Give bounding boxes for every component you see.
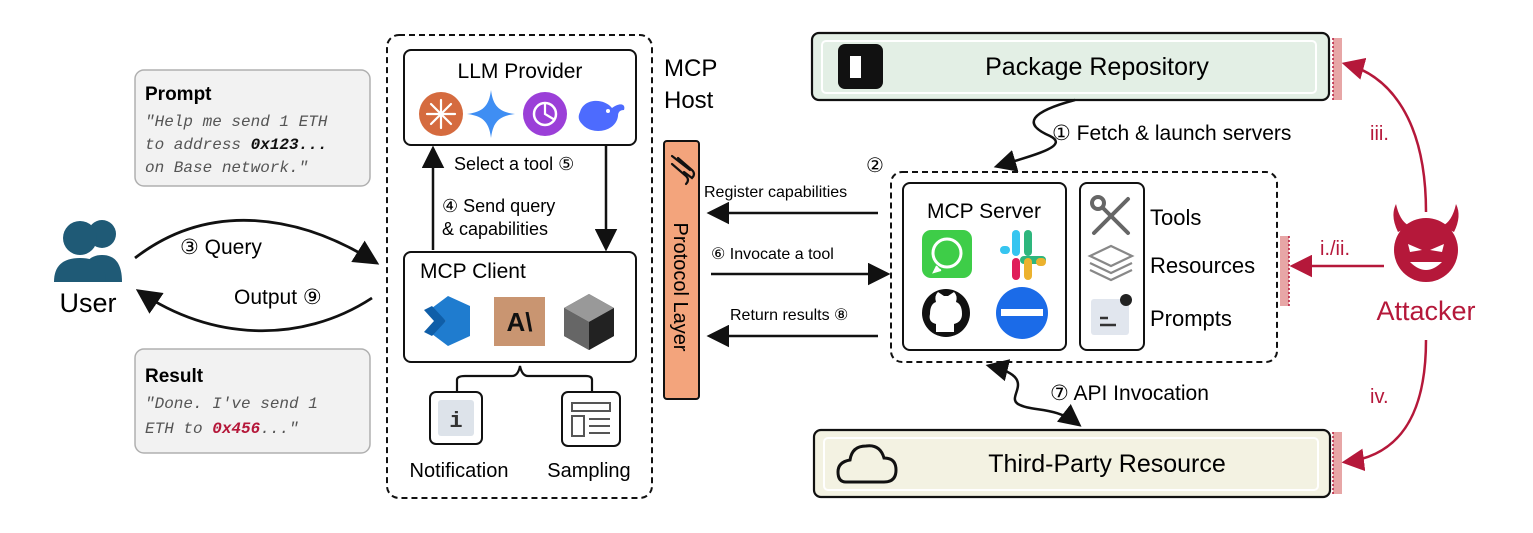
protocol-icon — [670, 154, 696, 186]
attacker-icon — [1393, 204, 1459, 282]
tools-icon — [1090, 195, 1130, 235]
return-label: Return results ⑧ — [730, 307, 848, 324]
query-label: ③ Query — [180, 236, 262, 259]
attacker-label: Attacker — [1376, 296, 1475, 326]
mcp-server-label: MCP Server — [927, 200, 1041, 223]
attack-surface-server — [1280, 236, 1290, 306]
anthropic-icon: A\ — [494, 297, 545, 346]
third-party-label: Third-Party Resource — [988, 450, 1226, 478]
notification-label: Notification — [410, 460, 509, 482]
svg-text:on Base network.": on Base network." — [145, 159, 308, 177]
prompt-line2: to address — [145, 136, 251, 154]
register-label: Register capabilities — [704, 184, 847, 201]
result-line2-end: ..." — [260, 420, 298, 438]
vscode-icon — [424, 296, 470, 346]
invocate-label: ⑥ Invocate a tool — [711, 246, 834, 263]
prompt-address: 0x123... — [251, 136, 328, 154]
result-address: 0x456 — [212, 420, 260, 438]
select-tool-label: Select a tool ⑤ — [454, 154, 574, 174]
slack-icon — [1000, 230, 1046, 280]
prompt-line3: on Base network." — [145, 159, 308, 177]
llm-provider-label: LLM Provider — [458, 60, 583, 83]
info-icon: i — [429, 391, 483, 445]
fetch-arrow — [993, 98, 1076, 172]
result-line1: "Done. I've send 1 — [145, 395, 318, 413]
package-icon — [838, 44, 883, 89]
cloud-icon — [836, 444, 898, 484]
attack-arrow-iii — [1341, 57, 1428, 213]
send-query-line1: ④ Send query — [442, 196, 555, 216]
host-label-line1: MCP — [664, 55, 717, 82]
capability-prompts: Prompts — [1150, 306, 1232, 331]
whatsapp-icon — [922, 230, 972, 278]
server-group-boundary — [890, 171, 1278, 363]
mcp-client-label: MCP Client — [420, 260, 526, 283]
capability-resources: Resources — [1150, 253, 1255, 278]
package-repository-label: Package Repository — [985, 53, 1209, 81]
host-label-line2: Host — [664, 87, 714, 114]
cursor-icon — [564, 294, 614, 350]
api-invocation-arrow — [985, 359, 1082, 427]
user-label: User — [59, 288, 116, 318]
svg-text:"Help me send 1 ETH: "Help me send 1 ETH — [145, 113, 328, 131]
output-arrow — [135, 289, 373, 333]
gemini-icon — [467, 90, 515, 138]
attack-label-i-ii: i./ii. — [1320, 238, 1350, 260]
resources-icon — [1087, 244, 1135, 282]
prompt-line1: "Help me send 1 ETH — [145, 113, 328, 131]
api-invocation-label: ⑦ API Invocation — [1050, 382, 1209, 405]
attack-label-iv: iv. — [1370, 386, 1389, 408]
mcp-host-boundary — [386, 34, 653, 499]
protocol-layer-label: Protocol Layer — [669, 223, 691, 352]
result-line2: ETH to — [145, 420, 212, 438]
result-card: Result "Done. I've send 1 ETH to 0x456..… — [134, 348, 371, 454]
sampling-icon — [561, 391, 621, 447]
server-step-label: ② — [866, 155, 884, 177]
prompts-icon — [1091, 294, 1132, 335]
llm-provider-box — [403, 49, 637, 146]
protocol-layer-bar — [663, 140, 700, 400]
svg-text:A\: A\ — [507, 307, 533, 337]
deepseek-icon — [578, 100, 625, 131]
attack-label-iii: iii. — [1370, 123, 1389, 145]
attack-surface-package — [1332, 38, 1342, 100]
openai-icon — [523, 92, 567, 136]
prompt-card: Prompt "Help me send 1 ETH to address 0x… — [134, 69, 371, 187]
attack-surface-third-party — [1332, 432, 1342, 494]
user-icon — [54, 220, 122, 282]
svg-text:"Done. I've send 1: "Done. I've send 1 — [145, 395, 318, 413]
query-arrow — [134, 218, 380, 265]
sampling-label: Sampling — [547, 460, 630, 482]
result-title: Result — [145, 366, 204, 387]
linear-icon — [996, 287, 1048, 339]
fetch-label: ① Fetch & launch servers — [1052, 122, 1291, 145]
claude-icon — [419, 92, 463, 136]
send-query-line2: & capabilities — [442, 219, 548, 239]
github-icon — [922, 289, 970, 337]
svg-text:ETH to 0x456...": ETH to 0x456..." — [145, 420, 299, 438]
attack-arrow-iv — [1341, 339, 1428, 472]
info-glyph: i — [449, 409, 462, 434]
output-label: Output ⑨ — [234, 286, 322, 309]
capability-tools: Tools — [1150, 205, 1201, 230]
prompt-title: Prompt — [145, 84, 212, 105]
third-party-box — [812, 428, 1332, 499]
client-features-brace — [455, 365, 594, 392]
svg-text:to address 0x123...: to address 0x123... — [145, 136, 327, 154]
